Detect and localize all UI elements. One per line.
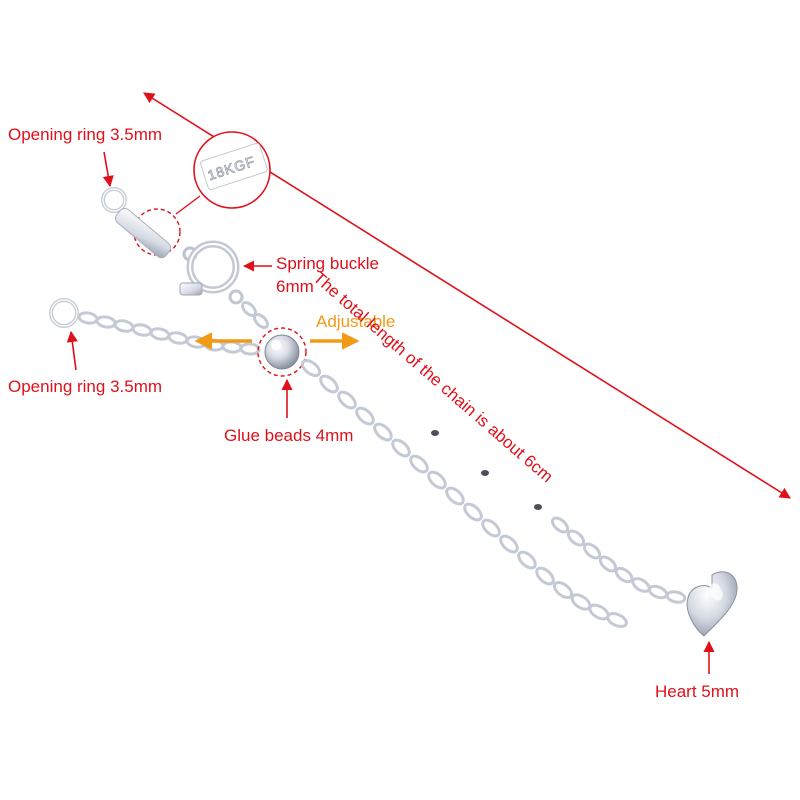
opening-ring-left-label: Opening ring 3.5mm (8, 377, 163, 396)
top-opening-ring (101, 187, 127, 213)
heart-charm (686, 571, 738, 637)
chain-segment-clasp (241, 301, 269, 329)
stamped-tab (115, 207, 198, 262)
heart-label: Heart 5mm (655, 682, 740, 701)
chain-shadow-links (431, 430, 542, 510)
glue-bead-marker (257, 327, 307, 377)
spring-buckle-clasp (179, 240, 244, 305)
opening-ring-top-arrow (102, 151, 114, 188)
chain-segment-heart (550, 516, 687, 604)
spring-buckle-label-line1: Spring buckle (276, 254, 380, 273)
chain-segment-left (77, 311, 261, 356)
glue-bead (257, 327, 307, 377)
stamp-magnifier: 18KGF (133, 131, 271, 256)
left-opening-ring (49, 298, 79, 328)
opening-ring-left-arrow (66, 330, 78, 371)
adjustable-label: Adjustable (316, 312, 396, 331)
spring-buckle-label-line2: 6mm (276, 277, 314, 296)
chain-segment-long (300, 358, 628, 628)
opening-ring-top-label: Opening ring 3.5mm (8, 125, 163, 144)
glue-beads-label: Glue beads 4mm (224, 426, 354, 445)
